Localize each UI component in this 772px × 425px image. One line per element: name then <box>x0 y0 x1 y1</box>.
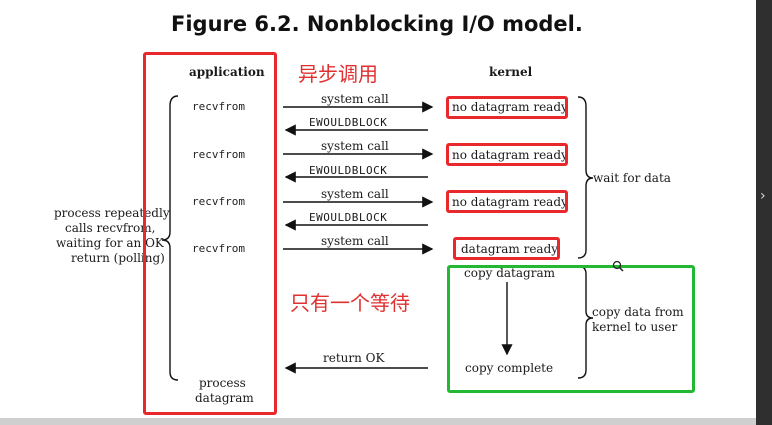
figure-title: Figure 6.2. Nonblocking I/O model. <box>171 12 583 36</box>
process-label: process <box>199 376 246 390</box>
copy-datagram-label: copy datagram <box>464 266 555 280</box>
async-call-annotation: 异步调用 <box>298 62 378 86</box>
ewouldblock-label-1: EWOULDBLOCK <box>309 116 388 129</box>
recvfrom-label-1: recvfrom <box>192 100 245 113</box>
kernel-state-4: datagram ready <box>461 242 559 256</box>
bottom-strip <box>0 418 756 425</box>
magnifier-icon <box>612 260 624 272</box>
application-header: application <box>189 65 265 79</box>
kernel-state-highlight-3 <box>446 190 568 213</box>
kernel-state-3: no datagram ready <box>452 195 568 209</box>
side-strip <box>756 0 772 425</box>
return-ok-label: return OK <box>323 351 385 365</box>
recvfrom-label-4: recvfrom <box>192 242 245 255</box>
datagram-label: datagram <box>195 391 254 405</box>
copy-note-line-1: copy data from <box>592 305 684 319</box>
application-highlight-box <box>143 52 277 415</box>
kernel-header: kernel <box>489 65 533 79</box>
polling-note-line-1: process repeatedly <box>54 206 170 220</box>
ewouldblock-label-3: EWOULDBLOCK <box>309 211 388 224</box>
kernel-state-1: no datagram ready <box>452 100 568 114</box>
side-strip-mark-icon: › <box>760 188 766 204</box>
ewouldblock-label-2: EWOULDBLOCK <box>309 164 388 177</box>
polling-brace <box>161 95 179 381</box>
recvfrom-label-3: recvfrom <box>192 195 245 208</box>
kernel-state-highlight-2 <box>446 143 568 166</box>
polling-note-line-3: waiting for an OK <box>56 236 164 250</box>
system-call-label-1: system call <box>321 92 389 106</box>
figure-page: Figure 6.2. Nonblocking I/O model. appli… <box>0 0 756 418</box>
polling-note-line-4: return (polling) <box>71 251 165 265</box>
kernel-state-highlight-1 <box>446 96 568 119</box>
copy-complete-label: copy complete <box>465 361 554 375</box>
wait-for-data-note: wait for data <box>593 171 671 185</box>
kernel-state-highlight-4 <box>453 237 560 260</box>
wait-for-data-brace <box>577 96 594 259</box>
diagram-lines <box>161 95 594 381</box>
system-call-label-2: system call <box>321 139 389 153</box>
polling-note-line-2: calls recvfrom, <box>65 221 156 235</box>
copy-phase-highlight-box <box>447 265 695 393</box>
system-call-label-3: system call <box>321 187 389 201</box>
copy-note-line-2: kernel to user <box>592 320 678 334</box>
system-call-label-4: system call <box>321 234 389 248</box>
recvfrom-label-2: recvfrom <box>192 148 245 161</box>
kernel-state-2: no datagram ready <box>452 148 568 162</box>
copy-data-brace <box>577 265 594 379</box>
single-wait-annotation: 只有一个等待 <box>290 291 410 315</box>
